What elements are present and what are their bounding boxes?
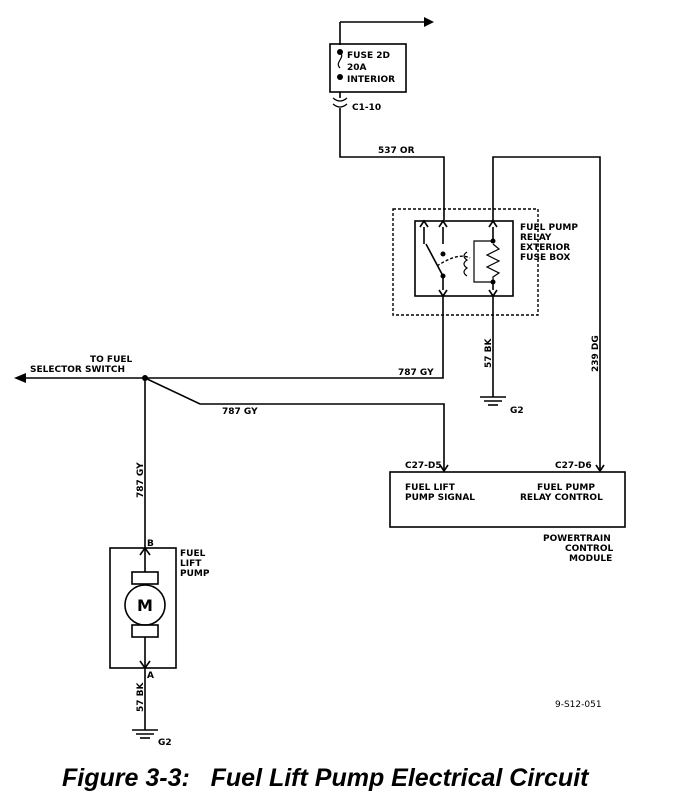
svg-text:G2: G2: [510, 406, 524, 416]
wire-57-bk-relay: 57 BK: [484, 296, 494, 397]
relay-name: FUEL PUMP: [520, 223, 578, 233]
svg-text:57 BK: 57 BK: [136, 681, 146, 712]
svg-text:537 OR: 537 OR: [378, 146, 415, 156]
svg-text:M: M: [137, 596, 153, 615]
svg-text:EXTERIOR: EXTERIOR: [520, 243, 570, 253]
svg-text:TO FUEL: TO FUEL: [90, 355, 133, 365]
pin-a: A: [147, 671, 154, 681]
svg-text:CONTROL: CONTROL: [565, 544, 614, 554]
svg-text:PUMP SIGNAL: PUMP SIGNAL: [405, 493, 475, 503]
connector-c1-10: C1-10: [332, 97, 381, 113]
svg-text:LIFT: LIFT: [180, 559, 202, 569]
fuel-lift-pump: M B A FUEL LIFT PUMP: [109, 539, 210, 681]
wire-787-gy-mid: 787 GY: [144, 377, 449, 473]
svg-text:787 GY: 787 GY: [136, 462, 146, 498]
to-fuel-selector-switch: TO FUEL SELECTOR SWITCH: [14, 355, 148, 383]
svg-text:FUSE BOX: FUSE BOX: [520, 253, 570, 263]
wire-57-bk-pump: 57 BK: [136, 668, 146, 730]
fuse-name: FUSE 2D: [347, 51, 390, 61]
fuse-location: INTERIOR: [347, 75, 395, 85]
svg-text:MODULE: MODULE: [569, 554, 612, 564]
arrow-left-icon: [14, 373, 26, 383]
wire-787-gy-top: 787 GY: [145, 296, 444, 379]
connector-c27-d5: C27-D5: [405, 461, 442, 471]
pin-b: B: [147, 539, 154, 549]
svg-text:RELAY CONTROL: RELAY CONTROL: [520, 493, 603, 503]
svg-text:RELAY: RELAY: [520, 233, 552, 243]
powertrain-control-module: C27-D5 C27-D6 FUEL LIFT PUMP SIGNAL FUEL…: [389, 461, 626, 564]
svg-text:PUMP: PUMP: [180, 569, 210, 579]
arrow-right-icon: [424, 17, 434, 27]
svg-text:239 DG: 239 DG: [591, 335, 601, 372]
connector-c27-d6: C27-D6: [555, 461, 592, 471]
fuse-rating: 20A: [347, 63, 367, 73]
exterior-fuse-box-outline: [392, 208, 539, 316]
wire-239-dg: 239 DG: [492, 156, 605, 473]
svg-text:787 GY: 787 GY: [398, 368, 434, 378]
ground-icon: G2: [132, 729, 172, 748]
svg-text:FUEL LIFT: FUEL LIFT: [405, 483, 456, 493]
svg-text:C1-10: C1-10: [352, 103, 381, 113]
svg-text:787 GY: 787 GY: [222, 407, 258, 417]
svg-text:57 BK: 57 BK: [484, 337, 494, 368]
wire-787-gy-vert: 787 GY: [136, 378, 146, 548]
svg-text:G2: G2: [158, 738, 172, 748]
wire-537-or: 537 OR: [339, 108, 445, 220]
fuel-pump-relay: FUEL PUMP RELAY EXTERIOR FUSE BOX: [392, 208, 578, 316]
ground-icon: G2: [480, 396, 524, 416]
fuse-2d: FUSE 2D 20A INTERIOR: [329, 17, 434, 98]
svg-text:FUEL PUMP: FUEL PUMP: [537, 483, 595, 493]
svg-text:SELECTOR SWITCH: SELECTOR SWITCH: [30, 365, 125, 375]
pcm-name: POWERTRAIN: [543, 534, 611, 544]
reference-code: 9-S12-051: [555, 700, 602, 710]
pump-name: FUEL: [180, 549, 206, 559]
figure-caption: Figure 3-3: Fuel Lift Pump Electrical Ci…: [62, 764, 590, 792]
